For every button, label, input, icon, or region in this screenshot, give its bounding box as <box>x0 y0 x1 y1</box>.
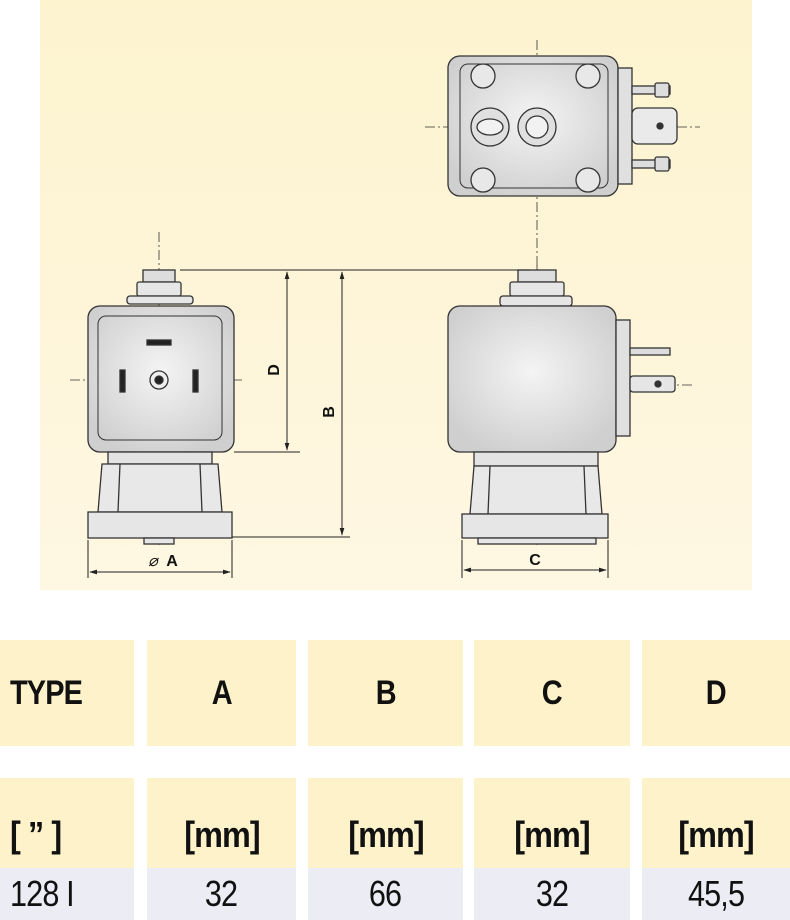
table-cell-b: 66 <box>308 868 463 920</box>
unit-d: [mm] <box>642 778 790 868</box>
dimension-a-label: A <box>166 553 178 570</box>
table-cell-type: 128 I <box>0 868 134 920</box>
table-cell-a: 32 <box>147 868 296 920</box>
dimension-c-label: C <box>529 552 541 569</box>
dimension-a-diameter-symbol: ⌀ <box>148 553 159 570</box>
unit-b: [mm] <box>308 778 463 868</box>
header-c: C <box>474 640 630 746</box>
side-view <box>447 265 695 545</box>
header-d: D <box>642 640 790 746</box>
unit-a: [mm] <box>147 778 296 868</box>
top-view <box>425 40 700 270</box>
header-b: B <box>308 640 463 746</box>
header-a: A <box>147 640 296 746</box>
table-cell-d: 45,5 <box>642 868 790 920</box>
dimension-d-label: D <box>266 364 283 376</box>
dimension-lines <box>87 269 609 578</box>
front-view <box>70 232 245 545</box>
solenoid-valve-technical-drawing: D B ⌀ A C <box>40 0 752 590</box>
header-type: TYPE <box>0 640 134 746</box>
unit-type: [ ” ] <box>0 778 134 868</box>
table-cell-c: 32 <box>474 868 630 920</box>
unit-c: [mm] <box>474 778 630 868</box>
dimension-b-label: B <box>321 406 338 418</box>
